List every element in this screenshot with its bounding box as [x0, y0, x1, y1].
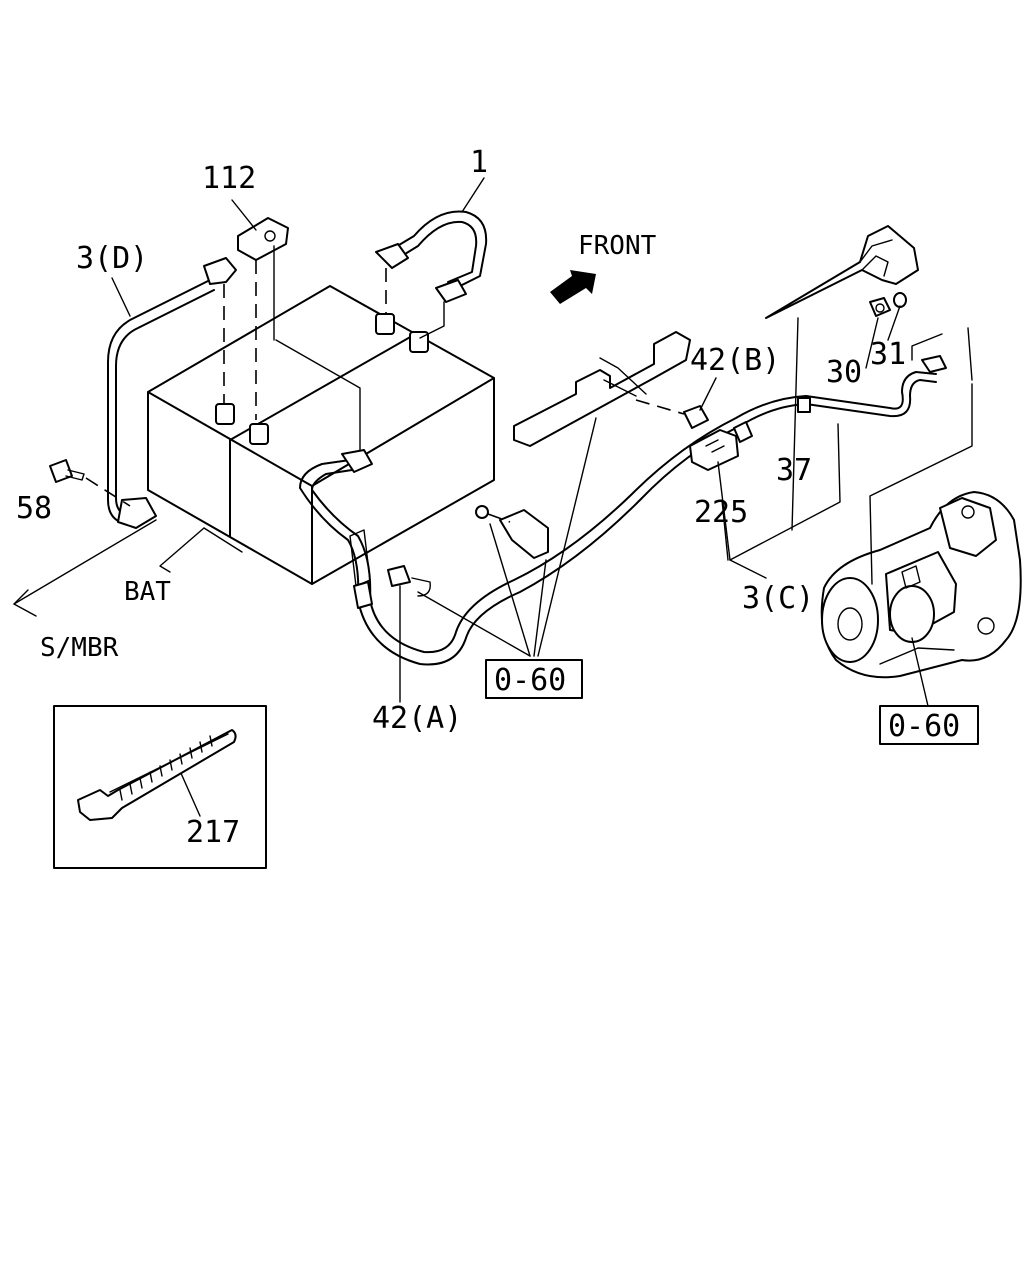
label-part-225: 225 — [694, 495, 748, 530]
inset-box — [53, 705, 267, 869]
label-part-58: 58 — [16, 491, 52, 526]
label-part-3c: 3(C) — [742, 581, 814, 616]
label-part-3d: 3(D) — [76, 241, 148, 276]
label-ref-1: 0-60 — [494, 663, 566, 698]
label-ref-2: 0-60 — [888, 709, 960, 744]
label-part-1: 1 — [470, 145, 488, 180]
label-part-31: 31 — [870, 337, 906, 372]
label-part-42a: 42(A) — [372, 701, 462, 736]
cable-1 — [375, 210, 488, 339]
bracket — [513, 331, 691, 447]
bolt-58 — [49, 459, 131, 507]
label-part-37: 37 — [776, 453, 812, 488]
shield-plate — [765, 225, 919, 319]
label-part-112: 112 — [202, 161, 256, 196]
starter-motor — [820, 491, 1022, 679]
label-bat: BAT — [124, 577, 171, 607]
ref-box-2 — [879, 705, 979, 745]
battery — [147, 285, 495, 585]
connector-225 — [635, 399, 753, 471]
label-part-217: 217 — [186, 815, 240, 850]
nut-30-washer-31 — [869, 292, 907, 317]
smbr-arrow-icon — [13, 519, 157, 617]
ref-box-1 — [485, 659, 583, 699]
front-arrow-icon — [550, 270, 596, 304]
cable-clamp — [387, 505, 549, 597]
label-smbr: S/MBR — [40, 633, 119, 663]
label-front: FRONT — [578, 231, 657, 261]
leader-lines — [111, 177, 973, 817]
label-part-42b: 42(B) — [690, 343, 780, 378]
clamp-112 — [237, 217, 289, 420]
cable-3d — [107, 257, 237, 529]
label-part-30: 30 — [826, 355, 862, 390]
